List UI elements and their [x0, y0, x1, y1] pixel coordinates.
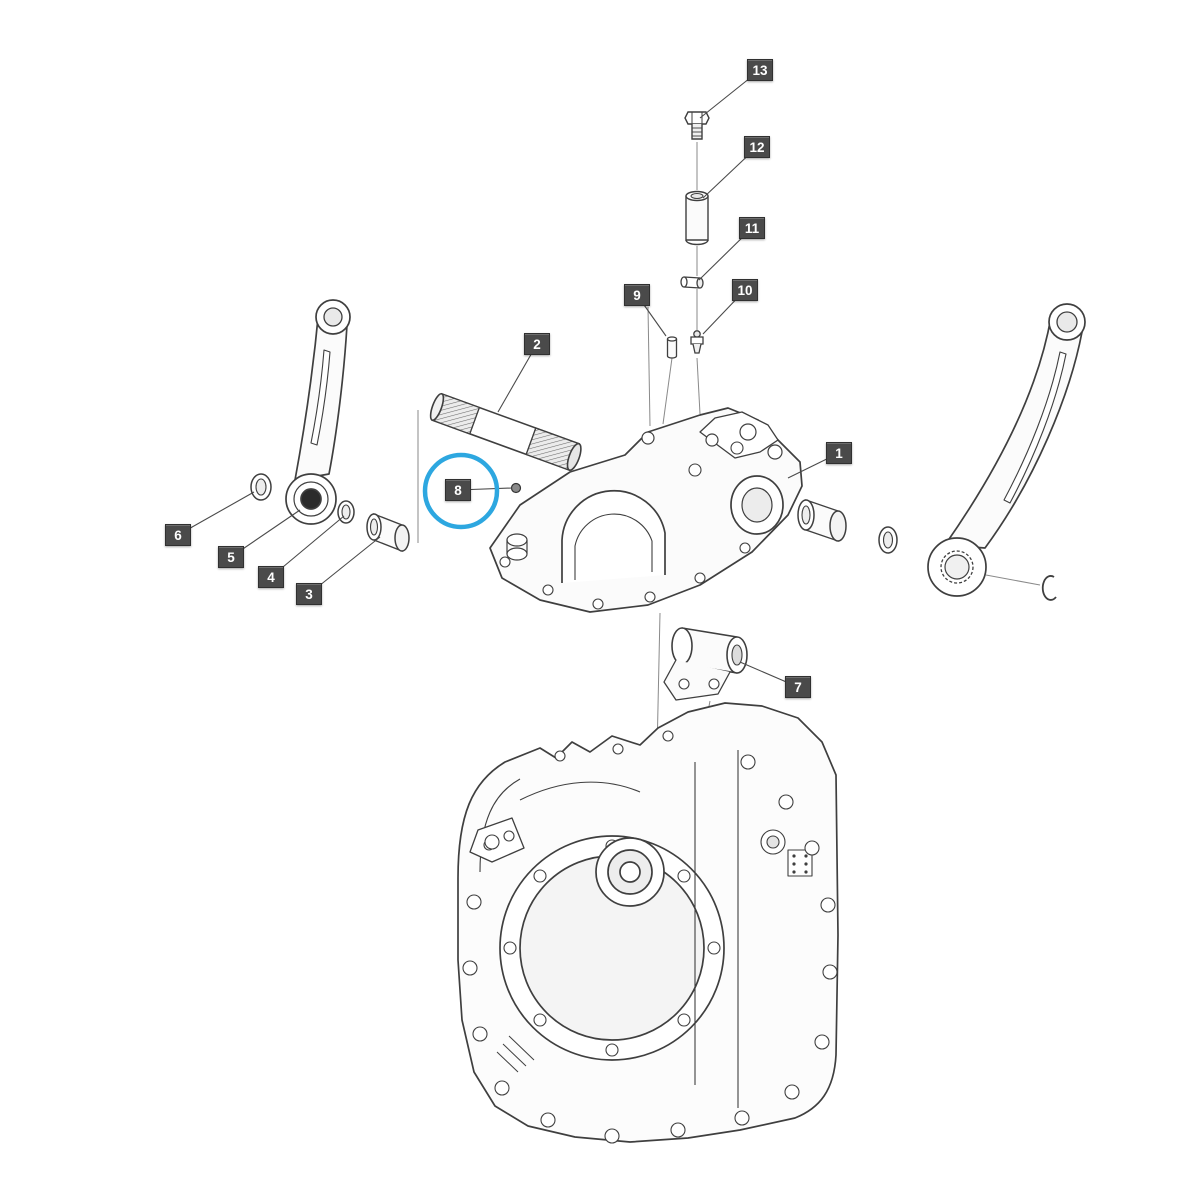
- left-lift-arm-drawing: [285, 299, 351, 525]
- callout-6[interactable]: 6: [165, 524, 191, 546]
- right-ring-drawing: [878, 526, 898, 554]
- pin-9-drawing: [666, 336, 678, 359]
- bushing-12-drawing: [685, 190, 709, 246]
- bolt-13-drawing: [684, 111, 710, 140]
- callout-9[interactable]: 9: [624, 284, 650, 306]
- splined-shaft-drawing: [429, 392, 582, 472]
- washer-6-drawing: [250, 473, 272, 501]
- callout-7[interactable]: 7: [785, 676, 811, 698]
- callout-12[interactable]: 12: [744, 136, 770, 158]
- callout-8[interactable]: 8: [445, 479, 471, 501]
- callout-1[interactable]: 1: [826, 442, 852, 464]
- callout-11[interactable]: 11: [739, 217, 765, 239]
- circlip-drawing: [1041, 575, 1057, 601]
- gearbox-housing-drawing: [457, 702, 839, 1144]
- right-bushing-drawing: [797, 499, 847, 542]
- lift-housing-drawing: [489, 407, 803, 613]
- highlight-circle: [422, 452, 500, 530]
- clip-11-drawing: [680, 276, 704, 289]
- callout-5[interactable]: 5: [218, 546, 244, 568]
- bushing-3-drawing: [366, 513, 410, 552]
- callout-13[interactable]: 13: [747, 59, 773, 81]
- callout-2[interactable]: 2: [524, 333, 550, 355]
- callout-3[interactable]: 3: [296, 583, 322, 605]
- callout-4[interactable]: 4: [258, 566, 284, 588]
- fitting-10-drawing: [690, 330, 704, 354]
- shaft-support-drawing: [663, 627, 748, 701]
- callout-10[interactable]: 10: [732, 279, 758, 301]
- callout-leader-lines: [177, 69, 840, 688]
- right-lift-arm-drawing: [927, 303, 1086, 597]
- ball-8-drawing: [510, 482, 522, 494]
